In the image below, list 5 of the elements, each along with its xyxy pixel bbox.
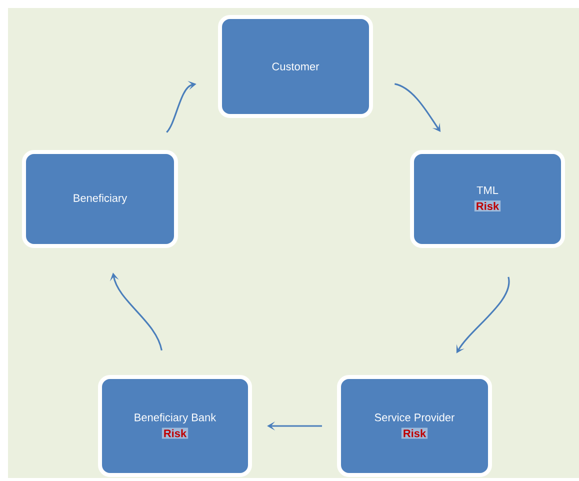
- process-box: Service Provider Risk: [337, 375, 492, 477]
- process-box: TML Risk: [410, 150, 565, 248]
- process-box: Customer: [218, 14, 373, 118]
- process-box: Beneficiary Bank Risk: [98, 375, 252, 477]
- process-box: Beneficiary: [22, 150, 178, 248]
